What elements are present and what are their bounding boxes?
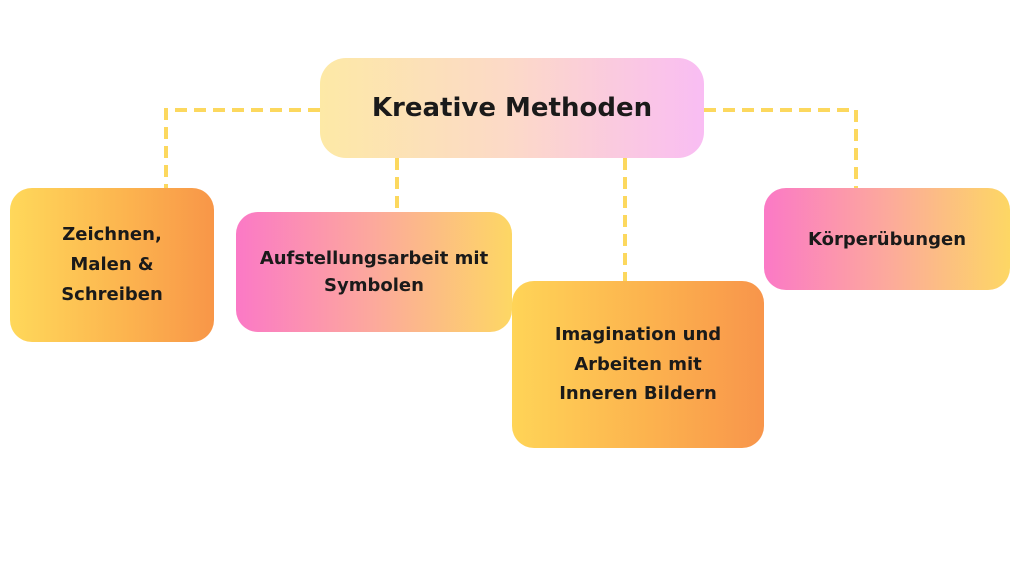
node-label: Körperübungen bbox=[807, 228, 967, 250]
connector-root-to-koerperuebungen bbox=[704, 108, 858, 188]
connector-root-to-zeichnen bbox=[164, 108, 320, 188]
node-zeichnen-malen-schreiben: Zeichnen, Malen & Schreiben bbox=[10, 188, 214, 342]
node-label: Zeichnen, Malen & Schreiben bbox=[61, 224, 163, 305]
node-aufstellungsarbeit: Aufstellungsarbeit mit Symbolen bbox=[236, 212, 512, 332]
node-imagination: Imagination und Arbeiten mit Inneren Bil… bbox=[512, 281, 764, 448]
root-node-kreative-methoden: Kreative Methoden bbox=[320, 58, 704, 158]
root-node-label: Kreative Methoden bbox=[371, 92, 653, 123]
node-label: Aufstellungsarbeit mit Symbolen bbox=[259, 248, 489, 296]
node-koerperuebungen: Körperübungen bbox=[764, 188, 1010, 290]
node-label: Imagination und Arbeiten mit Inneren Bil… bbox=[554, 323, 722, 405]
